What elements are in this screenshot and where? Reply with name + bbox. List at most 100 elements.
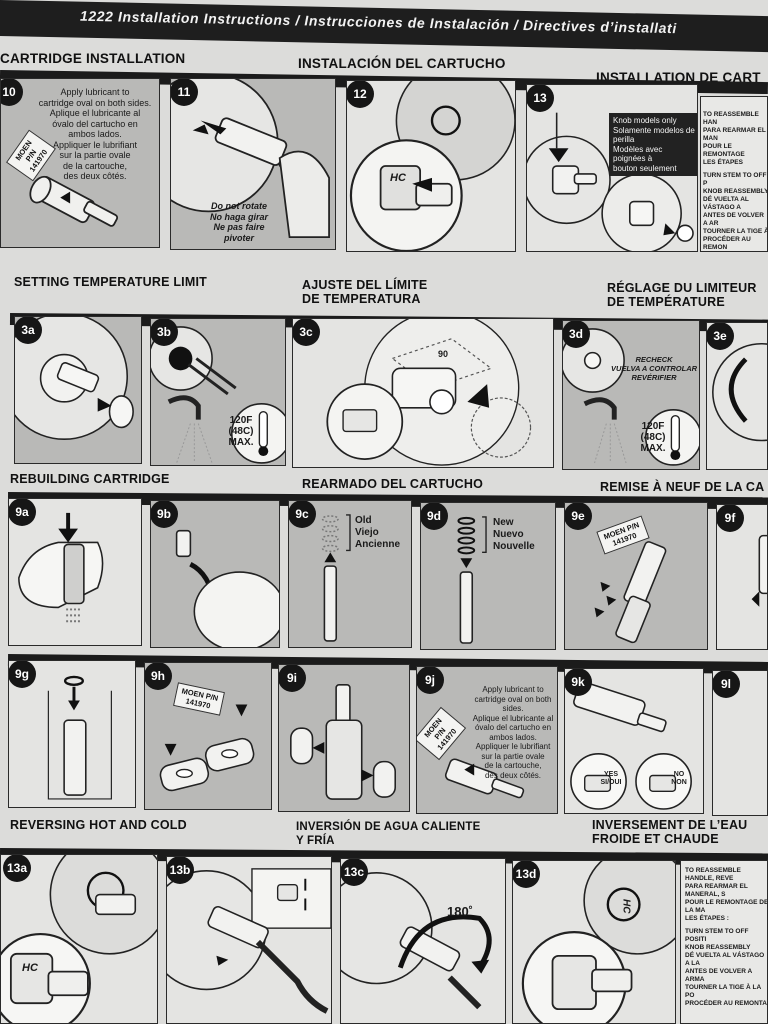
step-badge: 10	[1, 79, 23, 106]
step-badge: 13a	[3, 855, 31, 882]
hc-marking-illustration	[1, 855, 157, 1023]
section-title-cartridge-es: INSTALACIÓN DEL CARTUCHO	[298, 56, 506, 71]
header-bar: 1222 Installation Instructions / Instruc…	[0, 0, 768, 53]
stem-illustration	[15, 317, 134, 440]
step-9b-panel: 9b	[150, 500, 280, 648]
step-badge: 13b	[167, 857, 194, 884]
no-label: NO NON	[671, 771, 687, 786]
step-badge: 9d	[421, 503, 448, 530]
cartridge-insert-illustration	[171, 79, 330, 238]
step-badge: 13	[527, 85, 554, 112]
hc-label: HC	[22, 962, 38, 974]
step-9h-panel: 9h MOEN P/N 141970	[144, 662, 272, 810]
section-title-rebuild-es: REARMADO DEL CARTUCHO	[302, 477, 484, 491]
step-badge: 9h	[145, 663, 172, 690]
old-orings-illustration	[321, 514, 351, 642]
hc-label: HC	[620, 899, 632, 914]
step-9a-panel: 9a	[8, 498, 142, 646]
step-badge: 9k	[565, 669, 592, 696]
handle-illustration	[712, 342, 767, 442]
step-badge: 9c	[289, 501, 316, 528]
step-9i-panel: 9i	[278, 664, 410, 812]
section-title-cartridge-en: CARTRIDGE INSTALLATION	[0, 51, 186, 66]
section-title-reverse-en: REVERSING HOT AND COLD	[10, 818, 187, 832]
step-13c-panel: 13c 180˚	[340, 858, 506, 1024]
step-badge: 9l	[713, 671, 740, 698]
insert-cap-illustration	[47, 675, 112, 800]
remove-cartridge-illustration	[18, 512, 104, 623]
yes-label: YES SI/OUI	[600, 771, 622, 786]
step-badge: 3a	[15, 317, 42, 344]
step-badge: 9b	[151, 501, 178, 528]
lubricate-seals-illustration	[159, 704, 255, 792]
step-12-panel: 12 HC	[346, 80, 516, 252]
rotation-degrees: 90	[437, 349, 448, 359]
step-badge: 3c	[293, 319, 320, 346]
rotation-degrees: 180˚	[446, 904, 474, 919]
temp-max-label: 120F(48C)MAX.	[228, 415, 254, 448]
step-badge: 9f	[717, 505, 744, 532]
step-badge: 3b	[151, 319, 178, 346]
step-3c-panel: 3c 90	[292, 318, 554, 468]
step-badge: 13d	[513, 861, 540, 888]
cartridge-illustration	[751, 534, 767, 607]
header-title: 1222 Installation Instructions / Instruc…	[80, 7, 677, 37]
cartridge-lubricant-illustration	[444, 758, 525, 799]
step-9f-panel: 9f	[716, 504, 768, 650]
rotate-cartridge-illustration	[341, 872, 492, 1010]
hc-orientation-illustration	[349, 81, 515, 251]
step-9l-panel: 9l	[712, 670, 768, 816]
step-badge: 3d	[563, 321, 590, 348]
limit-stop-rotation-illustration	[326, 319, 532, 466]
step-9g-panel: 9g	[8, 660, 136, 808]
step-13d-panel: 13d HC	[512, 860, 676, 1024]
step-13b-panel: 13b	[166, 856, 332, 1024]
step-3a-panel: 3a	[14, 316, 142, 464]
step-badge: 13c	[341, 859, 368, 886]
step-badge: 12	[347, 81, 374, 108]
section-title-temp-en: SETTING TEMPERATURE LIMIT	[14, 275, 207, 289]
hc-label: HC	[390, 172, 406, 184]
discard-old-parts-illustration	[175, 529, 279, 647]
step-badge: 9g	[9, 661, 36, 688]
install-seals-illustration	[290, 684, 396, 800]
orientation-check-illustration	[570, 681, 692, 810]
reinstall-cartridge-illustration	[521, 861, 675, 1023]
pull-cartridge-illustration	[167, 868, 331, 1014]
step-3e-panel: 3e	[706, 322, 768, 470]
step-badge: 9a	[9, 499, 36, 526]
step-badge: 3e	[707, 323, 734, 350]
step-9k-panel: 9k YES SI/OUI NO NON	[564, 668, 704, 814]
step-9e-panel: 9e MOEN P/N 141970	[564, 502, 708, 650]
step-badge: 9i	[279, 665, 306, 692]
temp-max-label: 120F(48C)MAX.	[640, 421, 666, 454]
step-3b-panel: 3b 120F(48C)MAX.	[150, 318, 286, 466]
lubricate-cartridge-illustration	[594, 541, 667, 644]
cartridge-lubricant-illustration	[29, 175, 119, 227]
temperature-test-illustration	[151, 326, 285, 464]
knob-assembly-illustration	[527, 112, 694, 251]
section-title-rebuild-fr: REMISE À NEUF DE LA CA	[600, 480, 765, 494]
section-title-rebuild-en: REBUILDING CARTRIDGE	[10, 472, 170, 486]
